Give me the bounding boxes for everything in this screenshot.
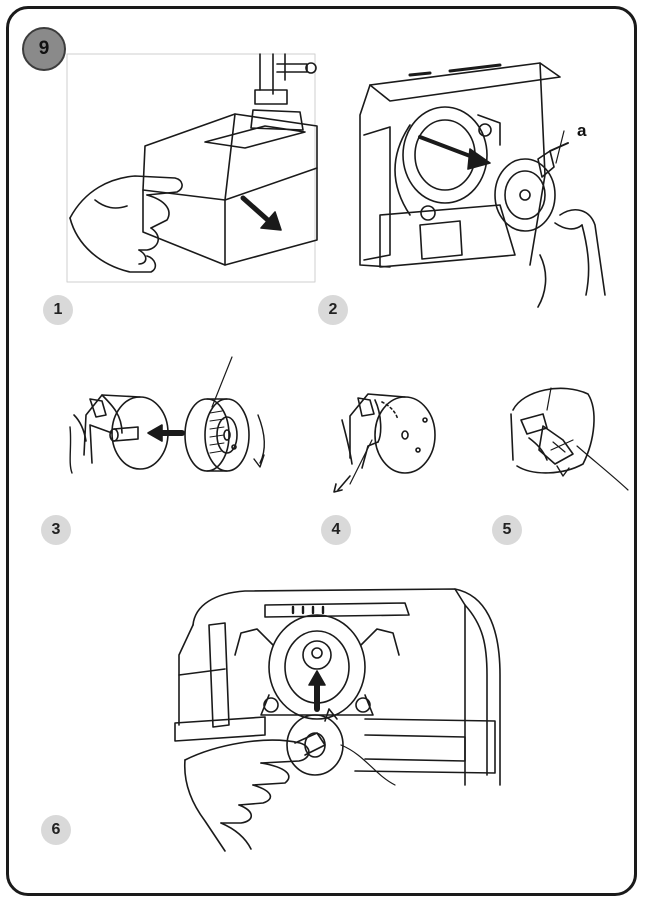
illustration-reinsert-bobbin-case [165, 585, 515, 853]
illustration-pull-thread [330, 380, 450, 495]
step-number-5: 5 [492, 515, 522, 545]
step-number-4: 4 [321, 515, 351, 545]
illustration-open-cover [55, 50, 320, 288]
step-number-1: 1 [43, 295, 73, 325]
illustration-tension-spring [503, 380, 633, 495]
illustration-insert-bobbin [62, 355, 277, 475]
step-number-3: 3 [41, 515, 71, 545]
section-number: 9 [39, 38, 50, 60]
step-number-2: 2 [318, 295, 348, 325]
step-number-6: 6 [41, 815, 71, 845]
callout-label-a: a [577, 121, 586, 141]
illustration-remove-bobbin-case [350, 55, 620, 313]
